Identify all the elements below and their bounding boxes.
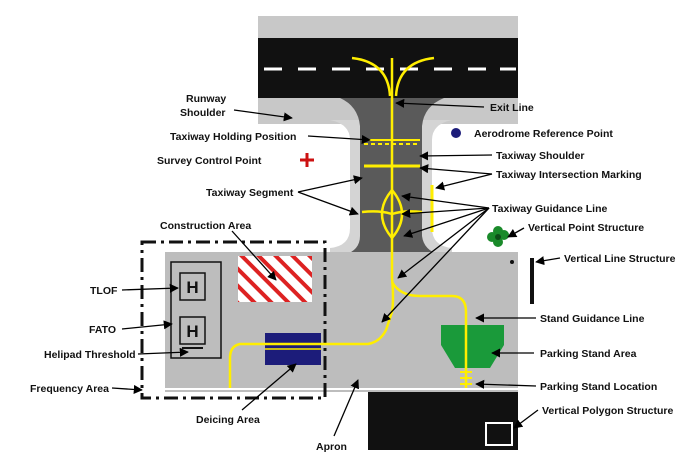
apron	[165, 252, 518, 392]
polygon-structure-outline	[485, 422, 513, 446]
label-runway-shoulder-2: Shoulder	[180, 107, 226, 119]
label-stand-guidance-line: Stand Guidance Line	[540, 313, 645, 325]
tlof-1	[179, 272, 206, 301]
guidance-curve-left	[361, 210, 393, 216]
label-fato: FATO	[89, 324, 116, 336]
tlof-2	[179, 316, 206, 345]
exit-line-right	[394, 56, 435, 97]
guidance-loop-left	[380, 189, 393, 239]
parking-stand-location	[460, 371, 472, 385]
label-aerodrome-reference-point: Aerodrome Reference Point	[474, 128, 613, 140]
fato	[170, 261, 222, 359]
label-vertical-point-structure: Vertical Point Structure	[528, 222, 644, 234]
leader-lines	[111, 98, 561, 437]
label-taxiway-holding-position: Taxiway Holding Position	[170, 131, 296, 143]
exit-line-left	[351, 56, 392, 97]
vertical-structure-dot	[510, 260, 514, 264]
taxiway-centerline-lower	[228, 277, 395, 388]
label-survey-control-point: Survey Control Point	[157, 155, 262, 167]
vertical-point-structure-icon	[487, 226, 509, 247]
survey-control-point-icon	[300, 153, 314, 167]
label-taxiway-guidance-line: Taxiway Guidance Line	[492, 203, 608, 215]
label-taxiway-shoulder: Taxiway Shoulder	[496, 150, 585, 162]
label-construction-area: Construction Area	[160, 220, 251, 232]
label-vertical-line-structure: Vertical Line Structure	[564, 253, 676, 265]
aerodrome-reference-point-icon	[451, 128, 461, 138]
label-tlof: TLOF	[90, 285, 118, 297]
label-frequency-area: Frequency Area	[30, 383, 109, 395]
helipad-letter-1: H	[186, 278, 198, 297]
vertical-polygon-structure	[368, 392, 518, 450]
stand-guidance-line	[390, 281, 468, 388]
taxiway-holding-position	[364, 139, 420, 145]
label-runway-shoulder-1: Runway	[186, 93, 226, 105]
label-taxiway-segment: Taxiway Segment	[206, 187, 294, 199]
label-helipad-threshold: Helipad Threshold	[44, 349, 136, 361]
parking-stand-area	[441, 325, 504, 368]
label-apron: Apron	[316, 441, 347, 453]
label-parking-stand-area: Parking Stand Area	[540, 348, 637, 360]
label-deicing-area: Deicing Area	[196, 414, 260, 426]
helipad-letter-2: H	[186, 322, 198, 341]
label-exit-line: Exit Line	[490, 102, 534, 114]
label-parking-stand-location: Parking Stand Location	[540, 381, 657, 393]
label-taxiway-intersection-marking: Taxiway Intersection Marking	[496, 169, 642, 181]
guidance-lines	[228, 56, 468, 388]
frequency-area-boundary	[140, 240, 327, 400]
label-vertical-polygon-structure: Vertical Polygon Structure	[542, 405, 673, 417]
